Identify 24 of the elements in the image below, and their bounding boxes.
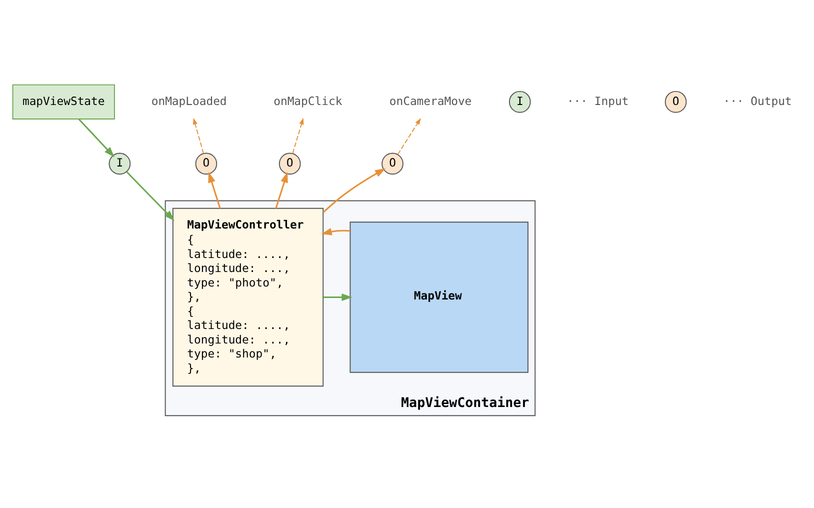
arrow (208, 172, 221, 209)
arrow (292, 118, 304, 154)
node-circle: O (664, 90, 687, 113)
node-text: onMapLoaded (151, 94, 227, 108)
node-text: onMapClick (274, 94, 342, 108)
node-circle: I (108, 152, 131, 175)
node-circle: I (508, 90, 531, 113)
node-label: ··· Input (566, 94, 629, 108)
arrow (397, 118, 421, 155)
node-circle: O (278, 152, 301, 175)
arrow (323, 294, 352, 301)
arrow (126, 171, 174, 221)
arrow (322, 168, 386, 213)
node-box: mapViewState (12, 84, 115, 120)
node-circle: O (382, 152, 404, 175)
node-text: onCameraMove (389, 94, 472, 108)
arrow (321, 228, 350, 236)
arrow (192, 118, 204, 154)
arrow (78, 118, 115, 158)
arrow (275, 172, 288, 209)
node-circle: O (195, 152, 218, 175)
node-box: MapView (350, 222, 528, 373)
node-label: ··· Output (723, 94, 792, 108)
node-box: MapViewController { latitude: ...., longitude: ..., type: "photo", }, { latitude: ...., longitude: ..., type: "shop", }, (172, 208, 324, 387)
